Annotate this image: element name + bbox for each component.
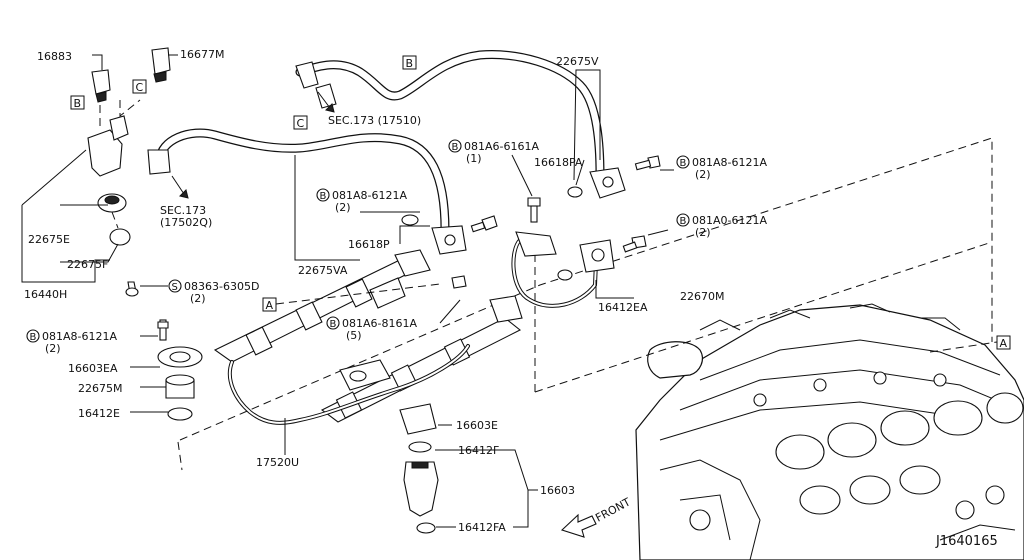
ref-marker-a-right: A [996, 335, 1011, 350]
svg-text:C: C [136, 81, 144, 94]
label-081a8-mid: 081A8-6121A [332, 189, 407, 202]
o-ring-16412ea [557, 269, 573, 281]
fuel-hose-22675v [295, 50, 626, 199]
label-22675v: 22675V [556, 55, 599, 68]
label-081a8-right-qty: (2) [695, 168, 711, 181]
sec173-a-arrow [171, 175, 185, 195]
label-22675va: 22675VA [298, 264, 348, 277]
front-direction-arrow [560, 513, 597, 538]
ref-marker-c-mid: C [293, 115, 308, 130]
label-22675f: 22675F [67, 258, 108, 271]
label-16883: 16883 [37, 50, 72, 63]
svg-text:A: A [266, 299, 274, 312]
svg-text:B: B [330, 319, 337, 330]
label-17520u: 17520U [256, 456, 299, 469]
bolt-symbol-081a8-mid [316, 188, 330, 202]
label-081a0-qty: (2) [695, 226, 711, 239]
bolt-symbol-081a8-left [26, 329, 40, 343]
label-081a8-mid-qty: (2) [335, 201, 351, 214]
fuel-injector-16603 [399, 403, 439, 534]
ref-marker-c-left: C [132, 79, 147, 94]
svg-text:C: C [297, 117, 305, 130]
label-sec173-a-ref: (17502Q) [160, 216, 212, 229]
label-16412ea: 16412EA [598, 301, 648, 314]
o-ring-16618pa [567, 186, 583, 198]
label-16412e: 16412E [78, 407, 120, 420]
screw-symbol-08363 [168, 279, 182, 293]
label-16677m: 16677M [180, 48, 224, 61]
diagram-id: J1640165 [935, 534, 998, 549]
bolt-symbol-081a0 [676, 213, 690, 227]
label-081a6-8161a: 081A6-8161A [342, 317, 417, 330]
label-08363: 08363-6305D [184, 280, 259, 293]
label-081a0: 081A0-6121A [692, 214, 767, 227]
label-16618pa: 16618PA [534, 156, 583, 169]
front-label: FRONT [593, 495, 633, 524]
fuel-tube-17520u [227, 344, 470, 425]
assembly-dashed-outline [179, 137, 993, 441]
o-ring-16618p [401, 214, 419, 226]
svg-text:B: B [30, 332, 37, 343]
ref-marker-b-left: B [70, 95, 85, 110]
label-22675m: 22675M [78, 382, 122, 395]
label-16603: 16603 [540, 484, 575, 497]
ref-marker-a-left: A [262, 297, 277, 312]
label-16412f: 16412F [458, 444, 499, 457]
svg-text:B: B [320, 191, 327, 202]
label-16603e: 16603E [456, 419, 498, 432]
sec173-b-arrow [317, 91, 331, 109]
ref-marker-b-top: B [402, 55, 417, 70]
label-22675e: 22675E [28, 233, 70, 246]
label-22670m: 22670M [680, 290, 724, 303]
label-16412fa: 16412FA [458, 521, 506, 534]
label-081a6-6161a: 081A6-6161A [464, 140, 539, 153]
label-16618p: 16618P [348, 238, 390, 251]
svg-text:S: S [172, 282, 178, 293]
label-081a6-6161a-qty: (1) [466, 152, 482, 165]
label-sec173-b: SEC.173 (17510) [328, 114, 421, 127]
svg-text:B: B [452, 142, 459, 153]
label-16603ea: 16603EA [68, 362, 118, 375]
label-081a6-8161a-qty: (5) [346, 329, 362, 342]
bolts [157, 155, 661, 329]
leader-lines [21, 54, 674, 528]
left-lower-seal-group [157, 319, 203, 421]
bolt-symbol-081a6-8161a [326, 316, 340, 330]
engine-cylinder-head [635, 303, 1024, 560]
svg-text:B: B [680, 158, 687, 169]
fuel-rail-upper [213, 249, 431, 363]
bolt-symbol-081a8-right [676, 155, 690, 169]
fuel-tube-22670m [511, 231, 615, 308]
label-08363-qty: (2) [190, 292, 206, 305]
label-081a8-left-qty: (2) [45, 342, 61, 355]
svg-text:A: A [1000, 337, 1008, 350]
bolt-symbol-081a6-6161a [448, 139, 462, 153]
svg-text:B: B [680, 216, 687, 227]
fuel-hose-22675va [147, 128, 467, 255]
svg-text:B: B [406, 57, 414, 70]
label-081a8-right: 081A8-6121A [692, 156, 767, 169]
label-081a8-left: 081A8-6121A [42, 330, 117, 343]
svg-text:B: B [74, 97, 82, 110]
label-16440h: 16440H [24, 288, 67, 301]
label-sec173-a: SEC.173 [160, 204, 206, 217]
